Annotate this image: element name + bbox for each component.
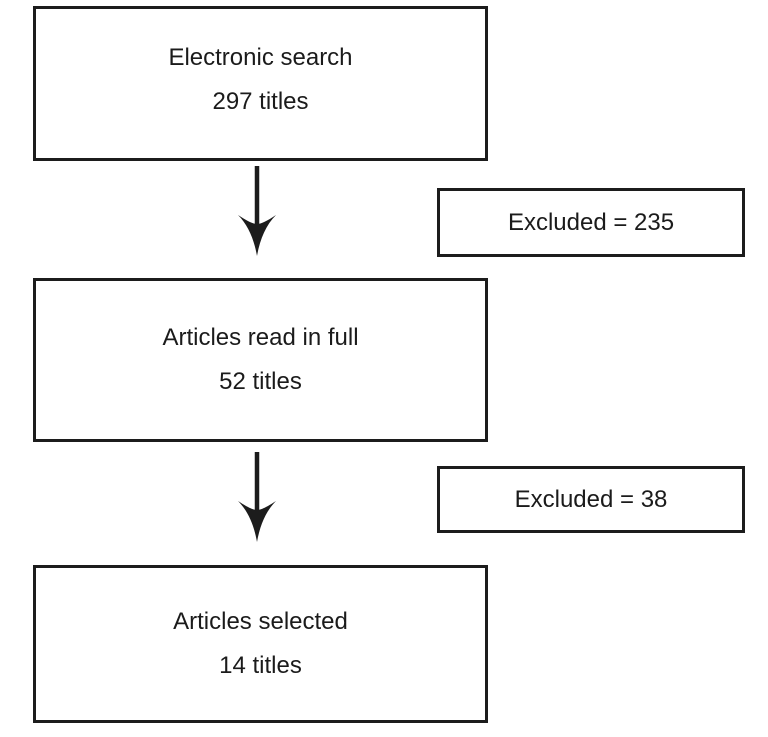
down-arrow-icon xyxy=(238,166,276,256)
exclusion-label: Excluded = 235 xyxy=(507,208,675,236)
node-count: 52 titles xyxy=(219,368,302,395)
node-excluded-1: Excluded = 235 xyxy=(437,188,745,257)
node-count: 297 titles xyxy=(212,87,309,115)
node-count: 14 titles xyxy=(219,652,302,679)
arrow-head xyxy=(238,501,276,542)
down-arrow-icon xyxy=(238,452,276,542)
node-articles-read-in-full: Articles read in full 52 titles xyxy=(33,278,488,442)
node-title: Electronic search xyxy=(168,43,353,71)
arrow-head xyxy=(238,215,276,256)
node-excluded-2: Excluded = 38 xyxy=(437,466,745,533)
node-electronic-search: Electronic search 297 titles xyxy=(33,6,488,161)
node-articles-selected: Articles selected 14 titles xyxy=(33,565,488,723)
node-title: Articles selected xyxy=(173,608,348,635)
node-title: Articles read in full xyxy=(162,324,359,351)
exclusion-label: Excluded = 38 xyxy=(514,485,668,513)
